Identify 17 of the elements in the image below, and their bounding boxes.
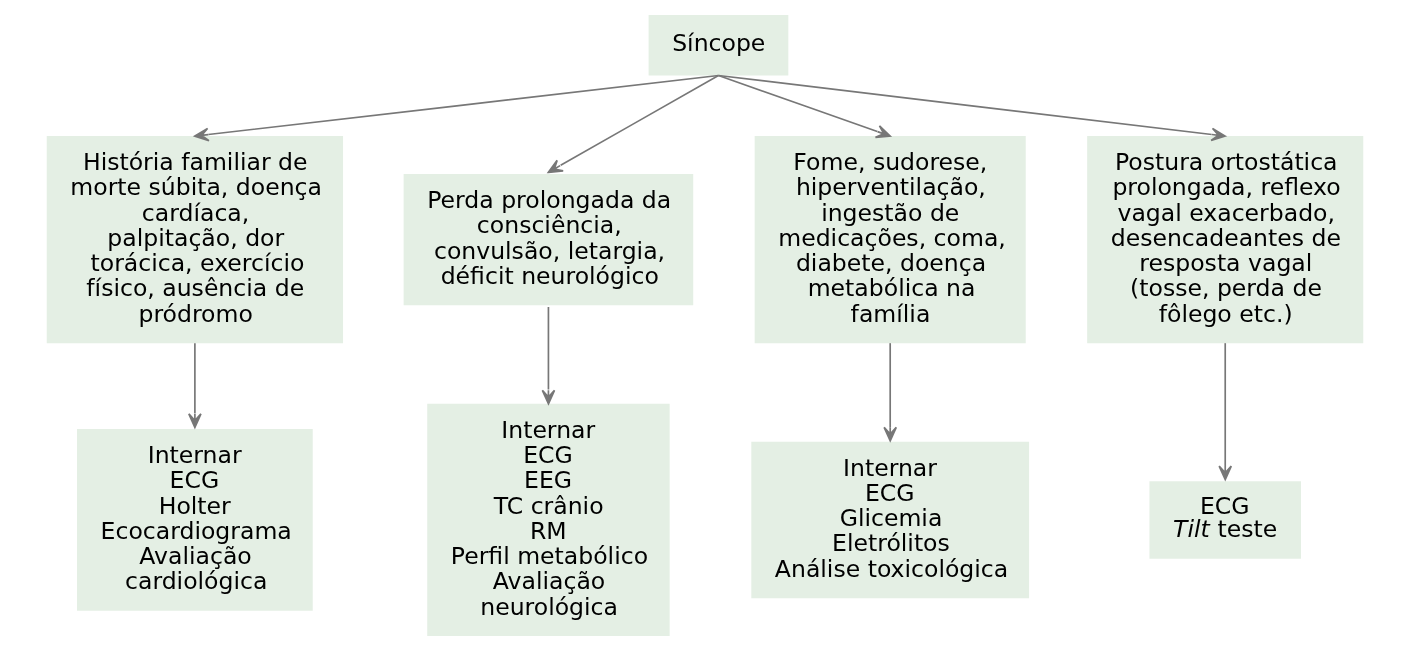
node-box: História familiar de morte súbita, doença cardíaca, palpitação, dor torácica, exercício físico, ausência de pródromo [46,136,344,344]
node-box: Internar ECG Glicemia Eletrólitos Análise toxicológica [751,441,1030,599]
node-box: Síncope [648,14,789,76]
node-box: Internar ECG Holter Ecocardiograma Avaliação cardiológica [77,429,313,611]
node-box: Postura ortostática prolongada, reflexo vagal exacerbado, desencadeantes de resposta vagal (tosse, perda de fôlego etc.) [1087,136,1364,344]
arrow [1218,342,1233,481]
node-box: Internar ECG EEG TC crânio RM Perfil metabólico Avaliação neurológica [427,403,670,637]
arrow [194,74,720,142]
node-box: Perda prolongada da consciência, convulsão, letargia, déficit neurológico [403,174,694,306]
arrow [547,74,720,174]
arrow [717,74,892,139]
arrow [883,342,898,442]
arrow [541,306,556,405]
arrow [188,342,202,429]
node-box: ECG Tilt teste [1149,481,1301,559]
node-box: Fome, sudorese, hiperventilação, ingestão de medicações, coma, diabete, doença metabólica na família [754,136,1026,344]
arrow [717,74,1227,142]
